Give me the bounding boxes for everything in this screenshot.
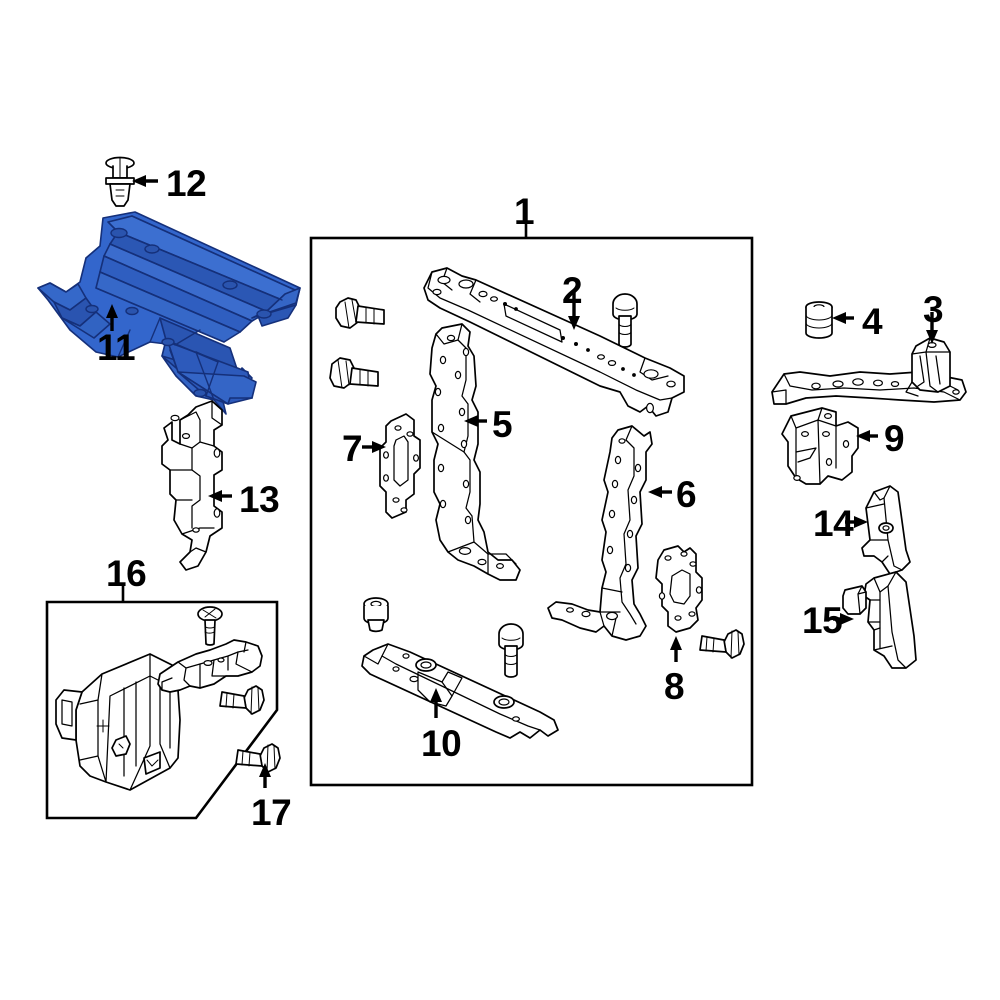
- part-right-side-support[interactable]: [547, 425, 653, 641]
- part-lower-tie-bar[interactable]: [361, 643, 559, 739]
- pointer-9: [856, 430, 878, 442]
- part-push-pin-clip[interactable]: [105, 156, 135, 207]
- pointer-6: [648, 486, 672, 498]
- callout-label-13: 13: [239, 479, 280, 520]
- pointer-3: [926, 312, 938, 344]
- fastener-screw-16a[interactable]: [197, 606, 223, 646]
- pointer-11: [106, 304, 118, 331]
- pointer-13: [208, 490, 232, 502]
- part-rubber-bump-stop[interactable]: [805, 301, 833, 339]
- part-upper-cover-panel[interactable]: [37, 211, 301, 415]
- callout-label-4: 4: [862, 301, 883, 342]
- part-flange-bolt-17[interactable]: [235, 743, 281, 773]
- callout-label-10: 10: [421, 723, 462, 764]
- pointer-10: [430, 688, 442, 718]
- pointer-7: [362, 441, 386, 453]
- fastener-grommet-a[interactable]: [363, 597, 389, 633]
- callout-label-2: 2: [562, 270, 583, 311]
- callout-label-17: 17: [251, 792, 292, 833]
- part-air-deflector[interactable]: [842, 571, 917, 669]
- part-right-reinforcement[interactable]: [655, 545, 703, 633]
- pointer-12: [132, 175, 158, 187]
- part-left-reinforcement[interactable]: [379, 413, 421, 519]
- part-sensor-module[interactable]: [55, 653, 181, 791]
- part-side-bracket-left[interactable]: [161, 400, 223, 571]
- fastener-bolt-c[interactable]: [612, 293, 638, 348]
- pointer-2: [568, 292, 580, 330]
- part-air-seal-upper[interactable]: [861, 485, 911, 575]
- part-corner-bracket[interactable]: [781, 407, 859, 485]
- fastener-bolt-16b[interactable]: [219, 685, 265, 715]
- part-upper-tie-bar[interactable]: [423, 267, 685, 417]
- fastener-bolt-d[interactable]: [498, 623, 524, 678]
- callout-label-11: 11: [97, 327, 136, 368]
- pointer-17: [259, 763, 271, 788]
- callout-label-12: 12: [166, 163, 207, 204]
- callout-label-3: 3: [923, 289, 944, 330]
- fastener-bolt-e[interactable]: [699, 629, 745, 659]
- callout-label-1: 1: [514, 191, 535, 232]
- pointer-4: [832, 312, 854, 324]
- callout-label-8: 8: [664, 666, 685, 707]
- callout-label-5: 5: [492, 404, 513, 445]
- callout-label-15: 15: [802, 600, 843, 641]
- callout-label-6: 6: [676, 474, 697, 515]
- pointer-14: [845, 516, 868, 528]
- callout-label-9: 9: [884, 418, 905, 459]
- callout-label-7: 7: [342, 428, 363, 469]
- part-hood-lock-bracket[interactable]: [771, 337, 967, 405]
- pointer-8: [670, 636, 682, 662]
- fastener-bolt-a[interactable]: [335, 297, 385, 329]
- part-left-side-support[interactable]: [429, 323, 521, 581]
- callout-label-14: 14: [813, 503, 854, 544]
- pointer-15: [833, 613, 854, 625]
- pointer-5: [464, 415, 487, 427]
- callout-label-16: 16: [106, 553, 147, 594]
- fastener-bolt-b[interactable]: [329, 357, 379, 389]
- part-sensor-bracket[interactable]: [157, 639, 263, 693]
- group-box-1: [309, 222, 754, 787]
